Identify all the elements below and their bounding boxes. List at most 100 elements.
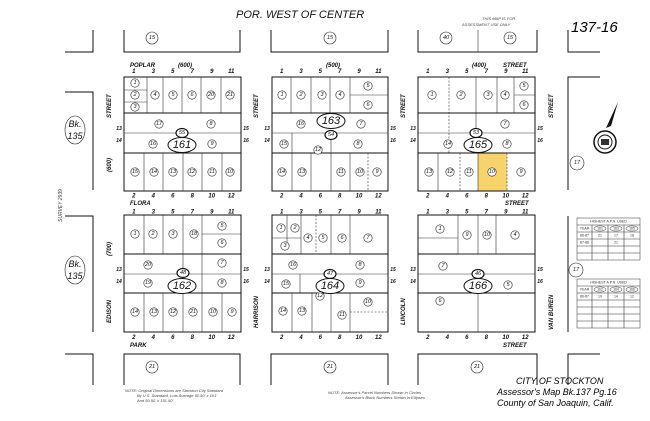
frontage-label: 14 bbox=[410, 138, 416, 144]
frontage-label: 16 bbox=[243, 279, 249, 285]
frontage-label: 15 bbox=[390, 126, 396, 132]
parcel-number: 9 bbox=[358, 280, 361, 286]
apn-table-cell: 18 bbox=[630, 234, 634, 238]
frontage-label: 15 bbox=[537, 267, 543, 273]
parcel-number: 8 bbox=[356, 141, 360, 147]
parcel-number: 9 bbox=[519, 169, 522, 175]
assessor-block-circle bbox=[471, 268, 485, 280]
compass-seal-icon bbox=[593, 102, 618, 154]
lot-number-odd: 9 bbox=[504, 210, 508, 216]
book-ref-number: 135 bbox=[67, 271, 83, 281]
parcel-number: 11 bbox=[209, 169, 215, 175]
parcel-number: 14 bbox=[151, 169, 157, 175]
parcel-number-circle bbox=[337, 310, 347, 320]
adjacent-parcel-circle bbox=[323, 360, 337, 374]
parcel-number-circle bbox=[500, 90, 510, 100]
footer-county: County of San Joaquin, Calif. bbox=[497, 398, 614, 408]
parcel-number-circle bbox=[217, 238, 227, 248]
note1-line1: NOTE: Original Dimensions are Stockton C… bbox=[125, 388, 224, 393]
apn-table-block-ellipse bbox=[609, 286, 623, 293]
parcel-number: 4 bbox=[153, 92, 156, 98]
parcel-number-circle bbox=[188, 307, 198, 317]
parcel-number-circle bbox=[337, 233, 347, 243]
parcel-number-circle bbox=[500, 119, 510, 129]
frontage-label: 15 bbox=[390, 267, 396, 273]
parcel-number-circle bbox=[519, 81, 529, 91]
assessor-block-number: 46 bbox=[475, 271, 482, 277]
parcel-number: 9 bbox=[375, 169, 378, 175]
apn-table-frame bbox=[576, 278, 641, 329]
parcel-number: 13 bbox=[170, 169, 177, 175]
apn-table-block-ellipse bbox=[625, 225, 639, 232]
parcel-number-circle bbox=[278, 306, 288, 316]
parcel-number-circle bbox=[519, 100, 529, 110]
street-poplar-600: (600) bbox=[178, 63, 192, 69]
parcel-number: 7 bbox=[220, 260, 224, 266]
adjacent-block-bottom bbox=[270, 353, 389, 385]
lot-number-odd: 9 bbox=[504, 69, 508, 75]
footer-map-ref: Assessor's Map Bk.137 Pg.16 bbox=[496, 387, 617, 397]
parcel-number-circle bbox=[277, 167, 287, 177]
parcel-number-circle bbox=[487, 167, 497, 177]
block-164-outline bbox=[271, 214, 389, 333]
parcel-number-circle bbox=[208, 307, 218, 317]
parcel-number: 1 bbox=[430, 92, 433, 98]
street-v1-600: (600) bbox=[107, 158, 113, 172]
parcel-number-circle bbox=[303, 233, 313, 243]
lot-number-odd: 3 bbox=[152, 210, 156, 216]
adjacent-parcel-circle bbox=[569, 155, 585, 171]
lot-number-odd: 7 bbox=[485, 210, 489, 216]
parcel-number: 5 bbox=[220, 223, 224, 229]
lot-number-odd: 3 bbox=[299, 210, 303, 216]
parcel-number: 15 bbox=[281, 141, 288, 147]
block-number: 164 bbox=[321, 280, 339, 292]
parcel-number-circle bbox=[130, 78, 140, 88]
apn-table-cell: 21 bbox=[598, 234, 602, 238]
parcel-number: 7 bbox=[503, 121, 507, 127]
parcel-number: 2 bbox=[458, 92, 462, 98]
street-poplar: POPLAR bbox=[130, 63, 156, 69]
parcel-number-circle bbox=[296, 119, 306, 129]
lot-number-even: 10 bbox=[502, 335, 509, 341]
adjacent-parcel: 21 bbox=[326, 364, 333, 370]
parcel-number: 14 bbox=[132, 309, 138, 315]
parcel-number: 6 bbox=[220, 240, 224, 246]
lot-number-even: 10 bbox=[356, 194, 363, 200]
parcel-number: 5 bbox=[366, 83, 370, 89]
apn-table-heading: HIGHEST A.P.N. USED bbox=[590, 281, 627, 285]
parcel-number: 1 bbox=[133, 80, 136, 86]
frontage-label: 16 bbox=[390, 138, 396, 144]
parcel-number-circle bbox=[336, 167, 346, 177]
adjacent-parcel: 15 bbox=[149, 35, 156, 41]
parcel-number: 6 bbox=[190, 92, 194, 98]
lot-number-odd: 7 bbox=[191, 69, 195, 75]
parcel-number-circle bbox=[217, 258, 227, 268]
adjacent-block-bottom bbox=[417, 353, 538, 385]
parcel-number-circle bbox=[438, 261, 448, 271]
parcel-number-circle bbox=[516, 167, 526, 177]
lot-number-even: 12 bbox=[228, 194, 235, 200]
apn-table-block-header: 161 bbox=[597, 227, 603, 231]
parcel-number: 12 bbox=[189, 169, 195, 175]
map-title: POR. WEST OF CENTER bbox=[236, 9, 364, 21]
frontage-label: 15 bbox=[243, 126, 249, 132]
parcel-number-circle bbox=[510, 230, 520, 240]
parcel-number-circle bbox=[445, 167, 455, 177]
parcel-number: 20 bbox=[144, 262, 152, 268]
adjacent-block-right bbox=[567, 30, 600, 53]
frontage-label: 13 bbox=[264, 126, 270, 132]
parcel-number-circle bbox=[225, 167, 235, 177]
lot-number-even: 4 bbox=[298, 335, 303, 341]
lot-number-even: 4 bbox=[445, 335, 450, 341]
block-number-ellipse bbox=[316, 113, 346, 129]
apn-table-block-ellipse bbox=[609, 225, 623, 232]
frontage-label: 13 bbox=[116, 267, 122, 273]
adjacent-parcel-circle bbox=[470, 360, 484, 374]
parcel-number-circle bbox=[143, 260, 153, 270]
street-poplar-500: (500) bbox=[326, 63, 340, 69]
block-165-outline bbox=[417, 76, 536, 192]
parcel-number-circle bbox=[130, 167, 140, 177]
lot-number-odd: 3 bbox=[446, 69, 450, 75]
lot-number-even: 6 bbox=[171, 194, 175, 200]
lot-number-odd: 7 bbox=[338, 69, 342, 75]
